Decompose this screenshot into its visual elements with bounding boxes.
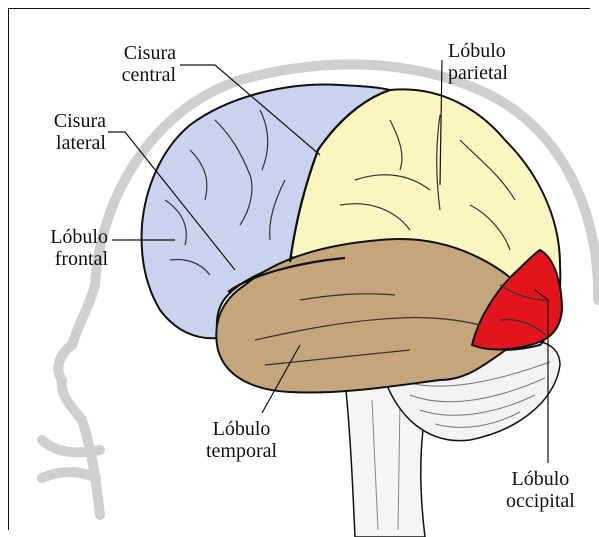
label-lobulo-temporal: Lóbulo temporal [206,418,277,462]
label-cisura-lateral: Cisura lateral [28,110,106,154]
label-lobulo-frontal: Lóbulo frontal [18,226,108,270]
label-lobulo-parietal: Lóbulo parietal [448,40,508,84]
label-cisura-central: Cisura central [96,42,176,86]
label-lobulo-occipital: Lóbulo occipital [506,468,575,512]
